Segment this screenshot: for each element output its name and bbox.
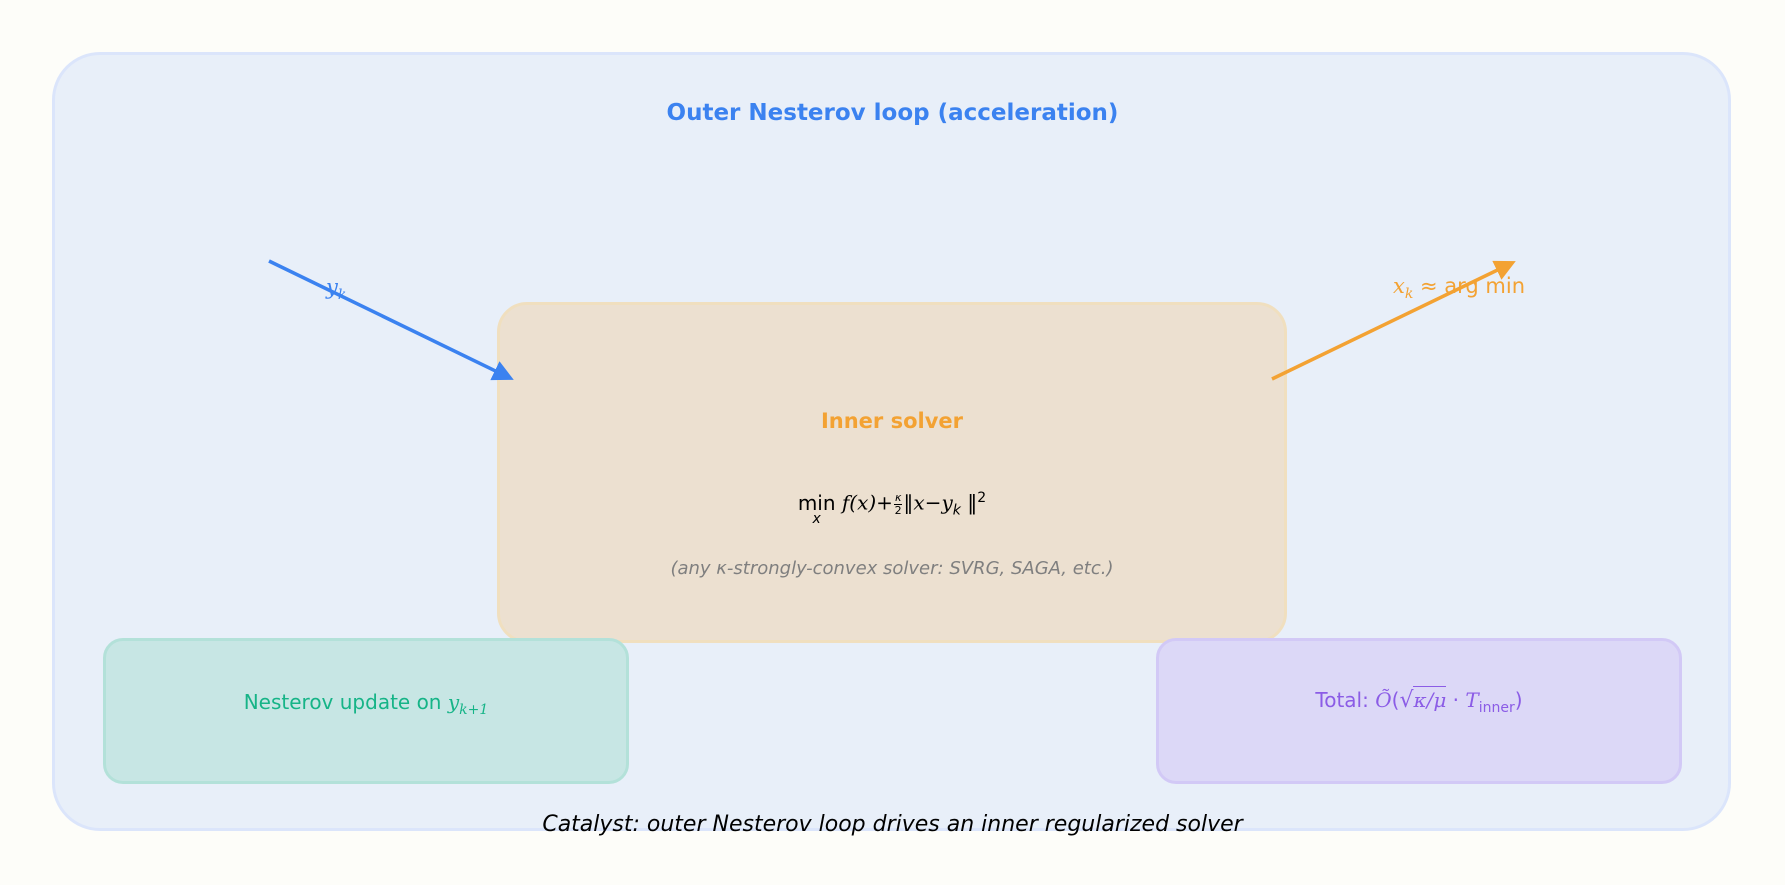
objective-f: f(x)+: [841, 490, 893, 515]
total-O: Õ: [1375, 688, 1392, 712]
input-arrow-sub: k: [337, 287, 347, 304]
inner-solver-title: Inner solver: [820, 409, 964, 433]
diagram-caption: Catalyst: outer Nesterov loop drives an …: [542, 812, 1243, 837]
nesterov-update-var: y: [447, 690, 460, 714]
total-T-sub: inner: [1478, 700, 1515, 716]
inner-solver-box: [497, 302, 1287, 643]
y-subscript: k: [952, 502, 961, 519]
min-subscript: x: [812, 510, 821, 527]
norm-power: 2: [977, 490, 987, 506]
nesterov-update-box: [103, 638, 629, 784]
total-T: T: [1465, 688, 1479, 712]
output-arrow: [1271, 260, 1516, 381]
total-sqrt-arg: κ/μ: [1413, 686, 1447, 712]
norm-close: ‖: [967, 490, 978, 515]
nesterov-update-sub: k+1: [459, 702, 489, 718]
outer-loop-title: Outer Nesterov loop (acceleration): [666, 100, 1119, 126]
input-arrow-label: yk: [326, 275, 347, 304]
fraction-denominator: 2: [894, 503, 902, 517]
nesterov-update-label: Nesterov update on yk+1: [243, 690, 489, 718]
total-complexity-label: Total: Õ(√κ/μ · Tinner): [1315, 686, 1523, 716]
fraction-numerator: κ: [893, 490, 903, 505]
total-complexity-box: [1156, 638, 1682, 784]
output-arrow-label: xk ≈ arg min: [1393, 274, 1526, 303]
norm-open: ‖x−: [903, 490, 942, 515]
inner-solver-subtitle: (any κ-strongly-convex solver: SVRG, SAG…: [670, 558, 1114, 579]
input-arrow: [268, 259, 514, 381]
output-arrow-sub: k: [1404, 286, 1414, 303]
